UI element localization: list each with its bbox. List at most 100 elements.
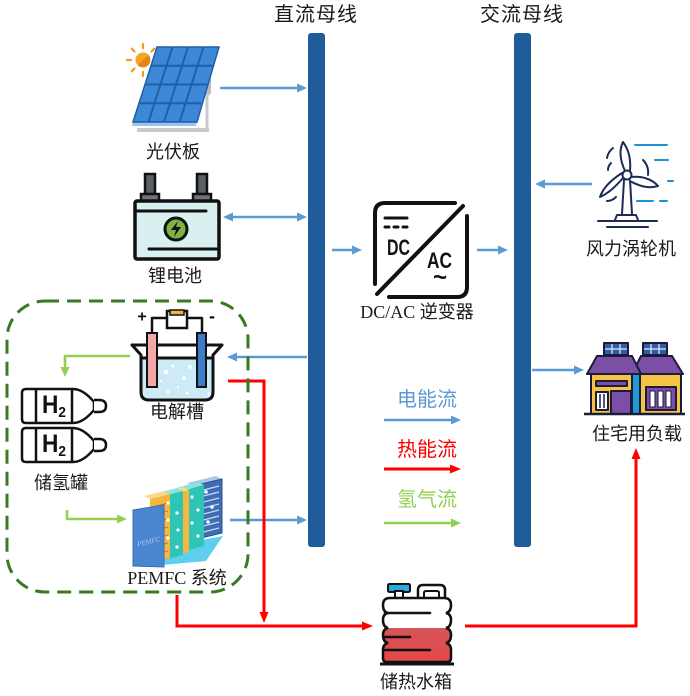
bubble: [175, 384, 180, 389]
sun-shade: [137, 54, 151, 68]
subscript-2: 2: [58, 443, 66, 460]
legend-label-hydrogen: 氢气流: [397, 488, 457, 511]
electrolyte-water: [141, 358, 213, 399]
window-left: [595, 391, 609, 411]
electrolyzer-icon: + -: [130, 306, 224, 402]
bubble: [165, 389, 171, 395]
pv-cell-grid: [139, 46, 213, 123]
dot: [166, 518, 170, 522]
sun-ray: [130, 47, 136, 53]
power-source-cap: [169, 309, 185, 316]
subscript-2: 2: [58, 404, 66, 421]
panel-edge: [132, 122, 197, 126]
roof-left: [586, 355, 642, 375]
turbine-tower: [621, 179, 633, 215]
tank-h2-text: H2: [42, 430, 66, 460]
dot: [175, 511, 179, 515]
flow-pemfc-to-heat-tank: [175, 595, 373, 631]
wind-turbine-label: 风力涡轮机: [586, 239, 676, 259]
door: [610, 390, 632, 415]
bubble: [184, 390, 190, 396]
wind-lines: [634, 144, 674, 202]
ac-bus: [514, 33, 531, 547]
dot: [204, 490, 208, 494]
house-icon: [584, 342, 685, 416]
legend-item-thermal: 热能流: [384, 438, 461, 474]
yellow-plate-top: [144, 491, 170, 499]
sun-ray: [130, 67, 136, 73]
bubble: [162, 368, 170, 376]
window-pane: [665, 390, 672, 408]
heat-storage-tank-icon: [380, 583, 454, 666]
inverter-dc-text: DC: [387, 235, 410, 260]
dot: [190, 495, 194, 499]
electrolyzer-label: 电解槽: [150, 402, 204, 422]
bubble: [181, 375, 187, 381]
dc-ac-inverter-icon: DC AC ~: [373, 201, 469, 299]
dot: [175, 545, 179, 549]
dot: [176, 528, 180, 532]
h-symbol: H: [42, 391, 58, 419]
legend-label-thermal: 热能流: [397, 438, 457, 461]
inverter-frame-bottom-right: [387, 214, 469, 299]
flow-electrolyzer-to-heat-tank: [228, 379, 269, 623]
dot: [166, 501, 170, 505]
tank-h2-text: H2: [42, 391, 66, 421]
electric-flows: [220, 83, 592, 525]
dc-bus-title: 直流母线: [274, 3, 358, 26]
circuit-wires: [150, 316, 204, 335]
sun-rays: [125, 42, 156, 78]
dot: [196, 508, 200, 512]
wind-turbine-icon: [597, 141, 674, 228]
ac-bus-title: 交流母线: [480, 3, 564, 26]
turbine-body: [597, 141, 659, 228]
pv-label: 光伏板: [146, 142, 200, 162]
motion-arc: [606, 196, 617, 202]
inverter-diagonal: [375, 204, 465, 296]
bubble: [206, 391, 212, 397]
hydrogen-tank-icon: H2: [20, 426, 108, 464]
dot: [206, 520, 210, 524]
battery-label: 锂电池: [148, 266, 202, 286]
flow-electrolyzer-to-h2-tanks: [60, 354, 130, 377]
h-symbol: H: [42, 430, 58, 458]
front-end-plate: [132, 504, 165, 568]
bubble: [170, 363, 176, 369]
ac-wave-symbol: ~: [433, 264, 447, 291]
flow-h2-tanks-to-pemfc: [65, 510, 127, 524]
lightning-bolt-icon: [171, 221, 181, 237]
inverter-label: DC/AC 逆变器: [360, 302, 474, 322]
pemfc-label: PEMFC 系统: [127, 568, 227, 588]
turbine-blade: [619, 141, 632, 172]
window-pane: [657, 390, 664, 408]
motion-arc: [607, 162, 612, 171]
positive-terminal-sign: +: [137, 309, 146, 326]
sun-ray: [150, 47, 156, 53]
turbine-blade: [629, 175, 659, 189]
heat-tank-label: 储热水箱: [380, 672, 452, 692]
pemfc-stack-icon: PEMFC: [132, 476, 223, 568]
inverter-frame-top-left: [373, 201, 457, 286]
turbine-hub: [621, 169, 633, 181]
legend: 电能流 热能流 氢气流: [384, 388, 461, 528]
water-dots: [166, 490, 214, 549]
h2-tanks-label: 储氢罐: [34, 473, 88, 493]
hydrogen-tank-icon: H2: [20, 387, 108, 425]
wall-band: [595, 380, 628, 387]
house-label: 住宅用负载: [592, 424, 682, 444]
dot: [190, 521, 194, 525]
hydrogen-flows: [60, 354, 130, 524]
tank-handle-opening: [423, 590, 440, 599]
motion-arc: [642, 159, 650, 176]
cathode-electrode: [196, 332, 207, 388]
bubble: [158, 378, 164, 384]
dot: [166, 536, 170, 540]
legend-item-electric: 电能流: [384, 388, 461, 425]
center-column: [631, 373, 641, 415]
battery-terminal-left: [143, 172, 157, 198]
window-pane: [649, 390, 656, 408]
solar-panel-icon: [125, 42, 221, 132]
battery-terminal-right: [195, 172, 209, 198]
